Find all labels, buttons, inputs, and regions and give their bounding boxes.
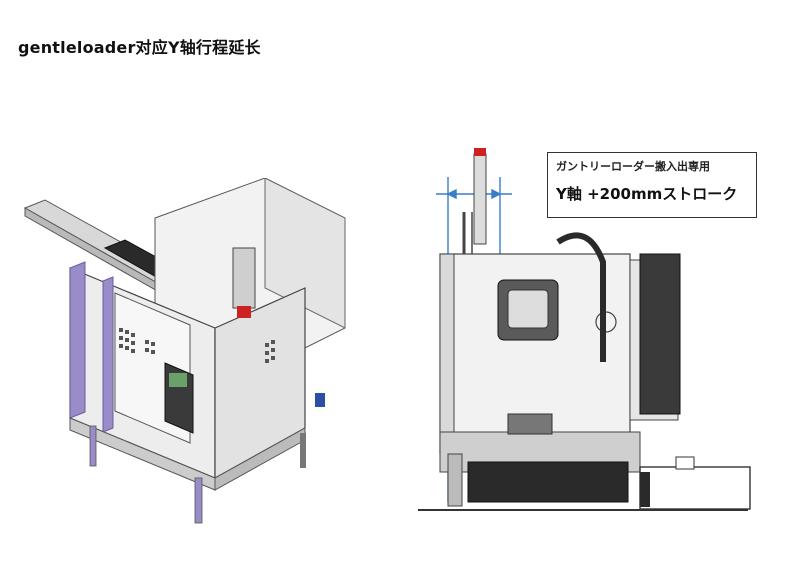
callout-loader-label: ガントリーローダー搬入出専用 [556, 160, 710, 173]
isometric-machine-illustration [23, 178, 346, 524]
callout-stroke-label: Y軸 +200mmストローク [556, 185, 738, 203]
page-title: gentleloader对应Y轴行程延长 [18, 38, 261, 57]
y-axis-callout-box: ガントリーローダー搬入出専用 Y軸 +200mmストローク [547, 152, 757, 218]
side-view-machine-illustration [418, 148, 751, 511]
